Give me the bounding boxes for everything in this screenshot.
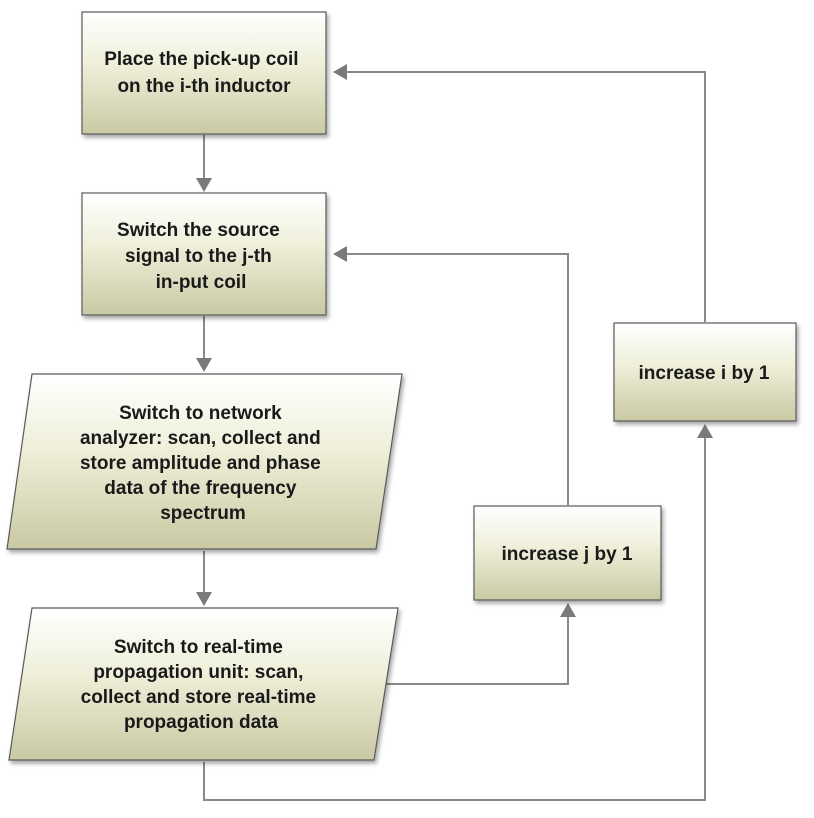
arrow-head-down	[196, 592, 212, 606]
arrow-head-up	[697, 424, 713, 438]
connector-increase-i-to-place	[345, 71, 706, 322]
connector-realtime-to-increase-j	[384, 613, 569, 685]
connector-realtime-to-increase-i	[203, 434, 706, 801]
node-realtime-unit: Switch to real-time propagation unit: sc…	[8, 607, 399, 761]
svg-text:Switch to network analyz: Switch to network analyzer: scan, collec…	[80, 403, 326, 524]
node-text-line: propagation unit: scan,	[93, 662, 303, 683]
connectors	[196, 64, 713, 801]
node-increase-j: increase j by 1	[473, 505, 662, 601]
arrow-head-left	[333, 64, 347, 80]
connector-increase-j-to-switch	[345, 253, 569, 505]
node-text-line: propagation data	[124, 712, 279, 733]
node-text-line: store amplitude and phase	[80, 453, 321, 474]
node-increase-i: increase i by 1	[613, 322, 797, 422]
svg-text:Switch to real-time prop: Switch to real-time propagation unit: sc…	[81, 637, 322, 733]
arrow-head-down	[196, 178, 212, 192]
node-text-line: collect and store real-time	[81, 687, 316, 708]
svg-text:Switch the source signal: Switch the source signal to the j-th in-…	[117, 220, 285, 293]
node-text-line: data of the frequency	[104, 478, 297, 499]
node-text-line: analyzer: scan, collect and	[80, 428, 321, 449]
node-text-line: Switch to network	[119, 403, 282, 424]
node-text-line: on the i-th inductor	[117, 76, 291, 97]
svg-text:Place the pick-up coil o: Place the pick-up coil on the i-th induc…	[104, 49, 304, 97]
node-place-coil: Place the pick-up coil on the i-th induc…	[81, 11, 327, 135]
node-text-line: increase j by 1	[502, 544, 633, 565]
arrow-head-left	[333, 246, 347, 262]
svg-text:increase i by 1: increase i by 1	[639, 363, 770, 384]
node-switch-source: Switch the source signal to the j-th in-…	[81, 192, 327, 316]
node-text-line: spectrum	[160, 503, 246, 524]
node-text-line: Switch to real-time	[114, 637, 283, 658]
node-text-line: Place the pick-up coil	[104, 49, 298, 70]
arrow-head-up	[560, 603, 576, 617]
arrow-head-down	[196, 358, 212, 372]
node-network-analyzer: Switch to network analyzer: scan, collec…	[6, 373, 403, 550]
svg-text:increase j by 1: increase j by 1	[502, 544, 633, 565]
node-text-line: Switch the source	[117, 220, 280, 241]
node-text-line: in-put coil	[156, 272, 247, 293]
node-text-line: increase i by 1	[639, 363, 770, 384]
node-text-line: signal to the j-th	[125, 246, 272, 267]
